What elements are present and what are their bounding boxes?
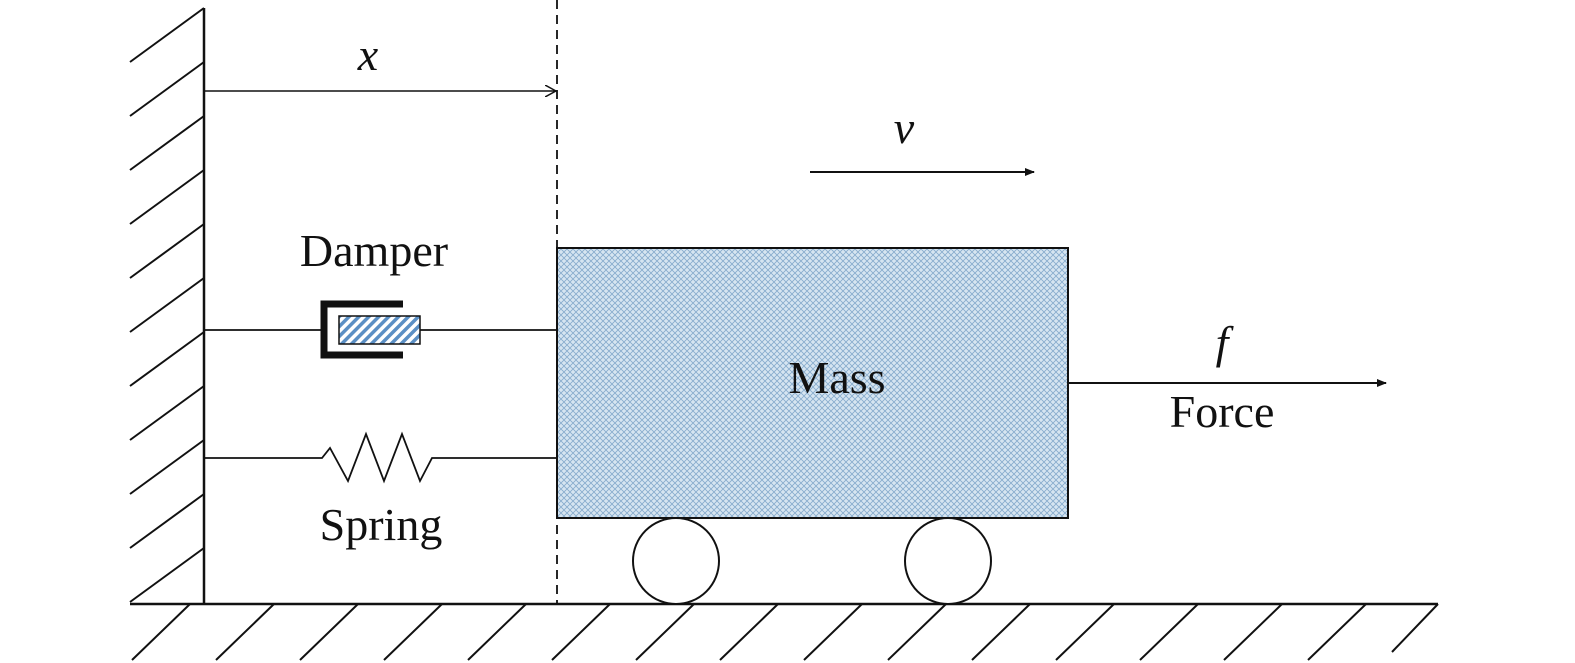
wheel-left <box>632 517 720 605</box>
wall <box>129 7 206 604</box>
force-label: Force <box>1170 386 1275 437</box>
spring-label: Spring <box>320 499 443 550</box>
damper-label: Damper <box>300 225 448 276</box>
velocity-label: v <box>894 102 915 153</box>
mass-block <box>556 247 1069 519</box>
displacement-label: x <box>357 29 379 80</box>
damper-piston <box>338 315 421 345</box>
ground <box>130 602 1439 661</box>
spring <box>204 431 556 484</box>
mass-label: Mass <box>788 352 885 403</box>
wheel-right <box>904 517 992 605</box>
damper <box>204 300 556 359</box>
force-symbol-label: f <box>1216 317 1235 368</box>
